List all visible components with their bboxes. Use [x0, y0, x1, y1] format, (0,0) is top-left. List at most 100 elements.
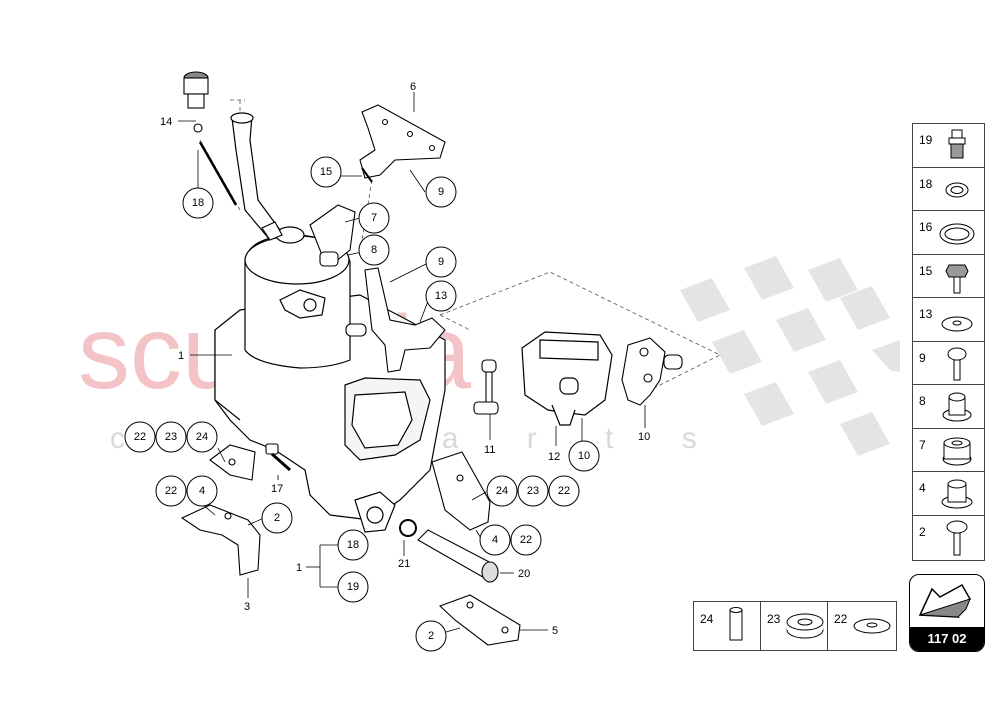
bolt-17 — [265, 443, 291, 472]
label-6: 6 — [410, 81, 416, 93]
svg-text:4: 4 — [492, 534, 498, 546]
svg-text:10: 10 — [578, 450, 590, 462]
label-5: 5 — [552, 625, 558, 637]
legend-num: 22 — [834, 612, 848, 626]
callout-23b: 23 — [517, 475, 549, 507]
spacer-sleeve-icon — [729, 607, 743, 641]
parts-legend-vertical: 19 18 16 15 13 9 8 7 4 2 — [912, 123, 985, 561]
actuator-12 — [521, 331, 613, 426]
legend-num: 8 — [919, 394, 926, 408]
legend-cell-8: 8 — [913, 385, 984, 429]
legend-num: 24 — [700, 612, 714, 626]
bushing-icon — [942, 392, 972, 422]
legend-cell-7: 7 — [913, 429, 984, 472]
legend-cell-19: 19 — [913, 124, 984, 168]
callout-18b: 18 — [337, 529, 369, 561]
svg-text:7: 7 — [371, 212, 377, 224]
svg-text:23: 23 — [527, 485, 539, 497]
arrow-icon — [918, 583, 972, 618]
callout-9a: 9 — [425, 176, 457, 208]
label-14: 14 — [160, 116, 172, 128]
legend-num: 23 — [767, 612, 781, 626]
flanged-nut-icon — [941, 479, 973, 509]
svg-text:24: 24 — [496, 485, 508, 497]
bracket-5 — [438, 594, 521, 646]
legend-num: 4 — [919, 481, 926, 495]
callout-23a: 23 — [155, 421, 187, 453]
svg-text:22: 22 — [165, 485, 177, 497]
label-3: 3 — [244, 601, 250, 613]
legend-cell-24: 24 — [694, 602, 761, 650]
bolt-icon — [946, 520, 968, 556]
callout-7: 7 — [358, 202, 390, 234]
bracket-6 — [359, 104, 446, 183]
tube-20 — [399, 519, 499, 583]
screw-icon — [947, 347, 967, 381]
page-number: 117 02 — [910, 627, 984, 651]
legend-num: 16 — [919, 220, 933, 234]
callout-4a: 4 — [186, 475, 218, 507]
svg-text:24: 24 — [196, 431, 208, 443]
legend-num: 7 — [919, 438, 926, 452]
filler-neck-pipe — [230, 112, 281, 241]
label-11: 11 — [484, 444, 495, 456]
svg-text:22: 22 — [520, 534, 532, 546]
thick-washer-icon — [786, 613, 824, 639]
legend-num: 9 — [919, 351, 926, 365]
legend-cell-22: 22 — [828, 602, 896, 650]
callout-4b: 4 — [479, 524, 511, 556]
nut-bolt-icon — [945, 264, 969, 294]
bracket-right — [431, 451, 491, 531]
legend-cell-18: 18 — [913, 168, 984, 211]
label-20: 20 — [518, 568, 530, 580]
legend-num: 18 — [919, 177, 933, 191]
bracket-3 — [180, 504, 261, 576]
plug-icon — [948, 129, 966, 159]
washer-large-icon — [939, 223, 975, 245]
callout-13: 13 — [425, 280, 457, 312]
callout-22a: 22 — [124, 421, 156, 453]
parts-legend-horizontal: 24 23 22 — [693, 601, 897, 651]
svg-text:23: 23 — [165, 431, 177, 443]
link-11 — [473, 359, 499, 415]
bracket-7 — [261, 204, 356, 267]
thin-washer-icon — [853, 618, 891, 634]
page-number-box: 117 02 — [909, 574, 985, 652]
callout-15: 15 — [310, 156, 342, 188]
svg-text:15: 15 — [320, 166, 332, 178]
legend-cell-2: 2 — [913, 516, 984, 560]
legend-cell-15: 15 — [913, 255, 984, 298]
legend-cell-13: 13 — [913, 298, 984, 342]
washer-small-icon — [945, 182, 969, 198]
svg-text:8: 8 — [371, 244, 377, 256]
callout-2a: 2 — [261, 502, 293, 534]
svg-text:4: 4 — [199, 485, 205, 497]
callout-24b: 24 — [486, 475, 518, 507]
svg-text:22: 22 — [558, 485, 570, 497]
svg-text:2: 2 — [274, 512, 280, 524]
legend-cell-16: 16 — [913, 211, 984, 255]
legend-cell-9: 9 — [913, 342, 984, 385]
callout-24a: 24 — [186, 421, 218, 453]
callout-22d: 22 — [510, 524, 542, 556]
leader-lines — [178, 92, 646, 637]
svg-text:18: 18 — [347, 539, 359, 551]
svg-text:9: 9 — [438, 186, 444, 198]
legend-num: 2 — [919, 525, 926, 539]
svg-text:19: 19 — [347, 581, 359, 593]
callout-22c: 22 — [548, 475, 580, 507]
svg-text:2: 2 — [428, 630, 434, 642]
svg-text:13: 13 — [435, 290, 447, 302]
label-1-bottom: 1 — [296, 562, 302, 574]
callout-2b: 2 — [415, 620, 447, 652]
label-10: 10 — [638, 431, 650, 443]
filler-cap — [183, 71, 238, 206]
svg-text:18: 18 — [192, 197, 204, 209]
bracket-10 — [621, 337, 683, 406]
legend-num: 15 — [919, 264, 933, 278]
callout-18a: 18 — [182, 187, 214, 219]
label-21: 21 — [398, 558, 410, 570]
callout-22b: 22 — [155, 475, 187, 507]
callout-8: 8 — [358, 234, 390, 266]
